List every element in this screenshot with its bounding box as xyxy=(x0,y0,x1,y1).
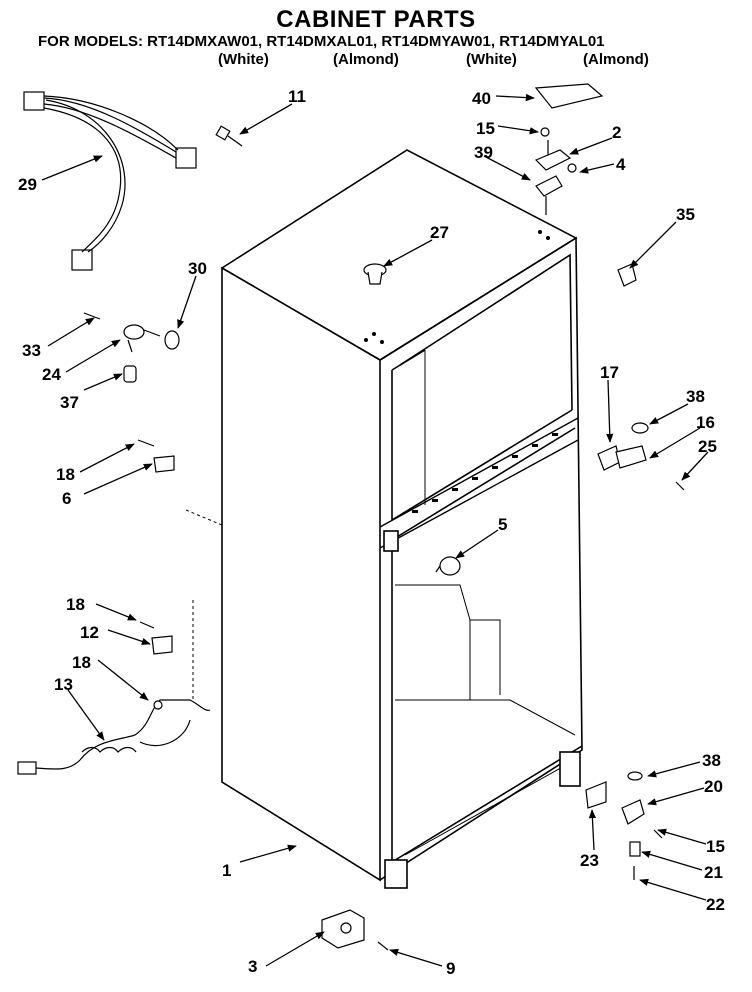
callout-label: 13 xyxy=(54,675,73,694)
callout-label: 18 xyxy=(66,595,85,614)
page-title: CABINET PARTS xyxy=(276,6,476,33)
callout-label: 21 xyxy=(704,863,723,882)
variant-label: (Almond) xyxy=(583,51,649,68)
callout-label: 16 xyxy=(696,413,715,432)
variant-label: (White) xyxy=(466,51,517,68)
callout-labels: 11 29 40 15 2 39 4 35 27 30 33 24 37 17 … xyxy=(18,87,725,978)
variant-label: (Almond) xyxy=(333,51,399,68)
callout-label: 4 xyxy=(616,155,626,174)
callout-label: 23 xyxy=(580,851,599,870)
callout-label: 12 xyxy=(80,623,99,642)
callout-label: 11 xyxy=(288,87,306,106)
callout-label: 38 xyxy=(702,751,721,770)
plug-part xyxy=(617,263,637,287)
callout-label: 6 xyxy=(62,489,71,508)
callout-label: 39 xyxy=(474,143,493,162)
bottom-hinge-part xyxy=(585,771,663,880)
shelf-button-part xyxy=(435,556,461,576)
callout-label: 18 xyxy=(56,465,75,484)
callout-label: 38 xyxy=(686,387,705,406)
hinge-cover-part xyxy=(534,83,604,109)
callout-label: 3 xyxy=(248,957,257,976)
callout-label: 17 xyxy=(600,363,619,382)
top-hinge-assembly xyxy=(534,127,577,215)
callout-label: 40 xyxy=(472,89,491,108)
callout-label: 15 xyxy=(476,119,495,138)
callout-label: 29 xyxy=(18,175,37,194)
models-line: FOR MODELS: RT14DMXAW01, RT14DMXAL01, RT… xyxy=(38,33,605,50)
cam-assembly-part xyxy=(83,312,180,383)
callout-label: 30 xyxy=(188,259,207,278)
callout-label: 25 xyxy=(698,437,717,456)
callout-label: 37 xyxy=(60,393,79,412)
callout-label: 20 xyxy=(704,777,723,796)
callout-label: 5 xyxy=(498,515,507,534)
callout-label: 1 xyxy=(222,861,231,880)
callout-label: 22 xyxy=(706,895,725,914)
variant-label: (White) xyxy=(218,51,269,68)
button-plug-part xyxy=(363,263,387,285)
callout-label: 27 xyxy=(430,223,449,242)
callout-label: 15 xyxy=(706,837,725,856)
power-cord-part xyxy=(17,699,211,775)
cabinet-body xyxy=(220,149,583,889)
callout-label: 9 xyxy=(446,959,455,978)
callout-label: 18 xyxy=(72,653,91,672)
screw-part xyxy=(215,125,243,147)
bracket-lower-part xyxy=(139,621,173,655)
bracket-part xyxy=(137,439,175,473)
center-hinge-part xyxy=(597,422,685,491)
callout-label: 24 xyxy=(42,365,61,384)
wire-harness-part xyxy=(23,91,197,271)
callout-label: 33 xyxy=(22,341,41,360)
callout-label: 2 xyxy=(612,123,621,142)
callout-label: 35 xyxy=(676,205,695,224)
leveler-part xyxy=(321,909,389,951)
